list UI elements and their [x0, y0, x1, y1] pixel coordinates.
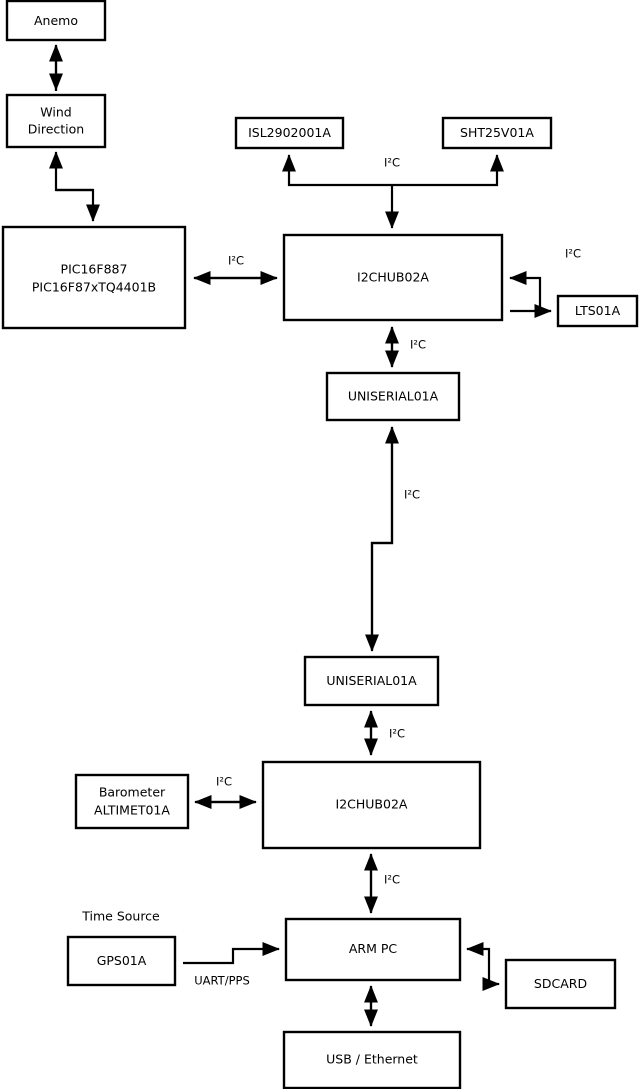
node-anemo-box[interactable] — [5, 0, 107, 42]
node-sht25v01a-label: SHT25V01A — [460, 125, 534, 140]
edge-label-i2c-lts: I²C — [565, 247, 581, 261]
edge-wind-pic-down — [56, 188, 101, 222]
node-sht25v01a-box[interactable] — [441, 116, 553, 150]
edge-lts-hub-in — [509, 270, 542, 311]
node-usb-ethernet[interactable]: USB / Ethernet — [282, 1030, 462, 1089]
edge-hub-bus-sht — [392, 154, 505, 187]
node-wind-direction-box[interactable] — [5, 93, 107, 149]
label-time-source: Time Source — [81, 909, 160, 924]
edge-label-i2c-long-link: I²C — [404, 488, 420, 502]
edge-pic-wind-up — [48, 151, 93, 192]
node-wind-direction-label-line2: Direction — [28, 122, 84, 137]
edge-label-uart-pps: UART/PPS — [194, 974, 250, 988]
node-i2chub02a-top-label: I2CHUB02A — [357, 270, 429, 285]
node-usb-ethernet-box[interactable] — [282, 1030, 462, 1089]
node-uniserial01a-top-label: UNISERIAL01A — [348, 389, 439, 404]
node-gps01a[interactable]: GPS01A — [66, 935, 177, 987]
node-isl2902001a-label: ISL2902001A — [248, 125, 331, 140]
node-anemo[interactable]: Anemo — [5, 0, 107, 42]
node-anemo-label: Anemo — [34, 13, 78, 28]
node-i2chub02a-bottom[interactable]: I2CHUB02A — [261, 760, 482, 850]
node-uniserial01a-bottom[interactable]: UNISERIAL01A — [303, 655, 440, 707]
edge-label-i2c-hub-arm: I²C — [384, 873, 400, 887]
edge-sdcard-arm-in — [466, 941, 491, 984]
node-sht25v01a[interactable]: SHT25V01A — [441, 116, 553, 150]
node-i2chub02a-bottom-box[interactable] — [261, 760, 482, 850]
node-barometer[interactable]: Barometer ALTIMET01A — [74, 773, 190, 830]
edge-label-i2c-barometer: I²C — [216, 775, 232, 789]
node-pic-mcu[interactable]: PIC16F887 PIC16F87xTQ4401B — [1, 225, 187, 330]
node-wind-direction-label-line1: Wind — [40, 105, 71, 120]
node-uniserial01a-top-box[interactable] — [325, 371, 461, 422]
node-lts01a-label: LTS01A — [575, 303, 621, 318]
edge-labels-layer: I²C I²C I²C I²C I²C I²C I²C I²C UART/PPS — [194, 156, 581, 988]
edge-gps-arm — [183, 941, 280, 965]
edge-hub-bus-isl — [281, 154, 392, 187]
edges-layer — [48, 44, 552, 1027]
node-barometer-label-line1: Barometer — [99, 785, 166, 800]
node-i2chub02a-bottom-label: I2CHUB02A — [336, 797, 408, 812]
node-pic-mcu-label-line1: PIC16F887 — [61, 262, 128, 277]
node-gps01a-box[interactable] — [66, 935, 177, 987]
node-arm-pc-label: ARM PC — [349, 941, 398, 956]
node-uniserial01a-top[interactable]: UNISERIAL01A — [325, 371, 461, 422]
node-arm-pc[interactable]: ARM PC — [284, 917, 462, 982]
node-arm-pc-box[interactable] — [284, 917, 462, 982]
node-usb-ethernet-label: USB / Ethernet — [326, 1052, 418, 1067]
node-sdcard-box[interactable] — [504, 958, 617, 1010]
edge-label-i2c-uniserial-hub: I²C — [389, 727, 405, 741]
node-isl2902001a[interactable]: ISL2902001A — [234, 116, 345, 150]
node-uniserial01a-bottom-label: UNISERIAL01A — [326, 673, 417, 688]
node-lts01a-box[interactable] — [556, 294, 639, 328]
node-i2chub02a-top-box[interactable] — [282, 233, 504, 322]
edge-label-i2c-hub-uniserial: I²C — [410, 338, 426, 352]
edge-uniser-link-down — [364, 428, 394, 652]
node-lts01a[interactable]: LTS01A — [556, 294, 639, 328]
node-i2chub02a-top[interactable]: I2CHUB02A — [282, 233, 504, 322]
node-pic-mcu-label-line2: PIC16F87xTQ4401B — [32, 280, 156, 295]
edge-label-i2c-top-split: I²C — [384, 156, 400, 170]
node-gps01a-label: GPS01A — [97, 953, 147, 968]
node-uniserial01a-bottom-box[interactable] — [303, 655, 440, 707]
edge-label-i2c-pic-hub: I²C — [228, 254, 244, 268]
node-pic-mcu-box[interactable] — [1, 225, 187, 330]
node-sdcard-label: SDCARD — [534, 976, 587, 991]
free-labels-layer: Time Source — [81, 909, 160, 924]
node-barometer-box[interactable] — [74, 773, 190, 830]
node-isl2902001a-box[interactable] — [234, 116, 345, 150]
node-wind-direction[interactable]: Wind Direction — [5, 93, 107, 149]
node-sdcard[interactable]: SDCARD — [504, 958, 617, 1010]
node-barometer-label-line2: ALTIMET01A — [94, 803, 170, 818]
edge-uniser-link-up — [370, 426, 400, 650]
